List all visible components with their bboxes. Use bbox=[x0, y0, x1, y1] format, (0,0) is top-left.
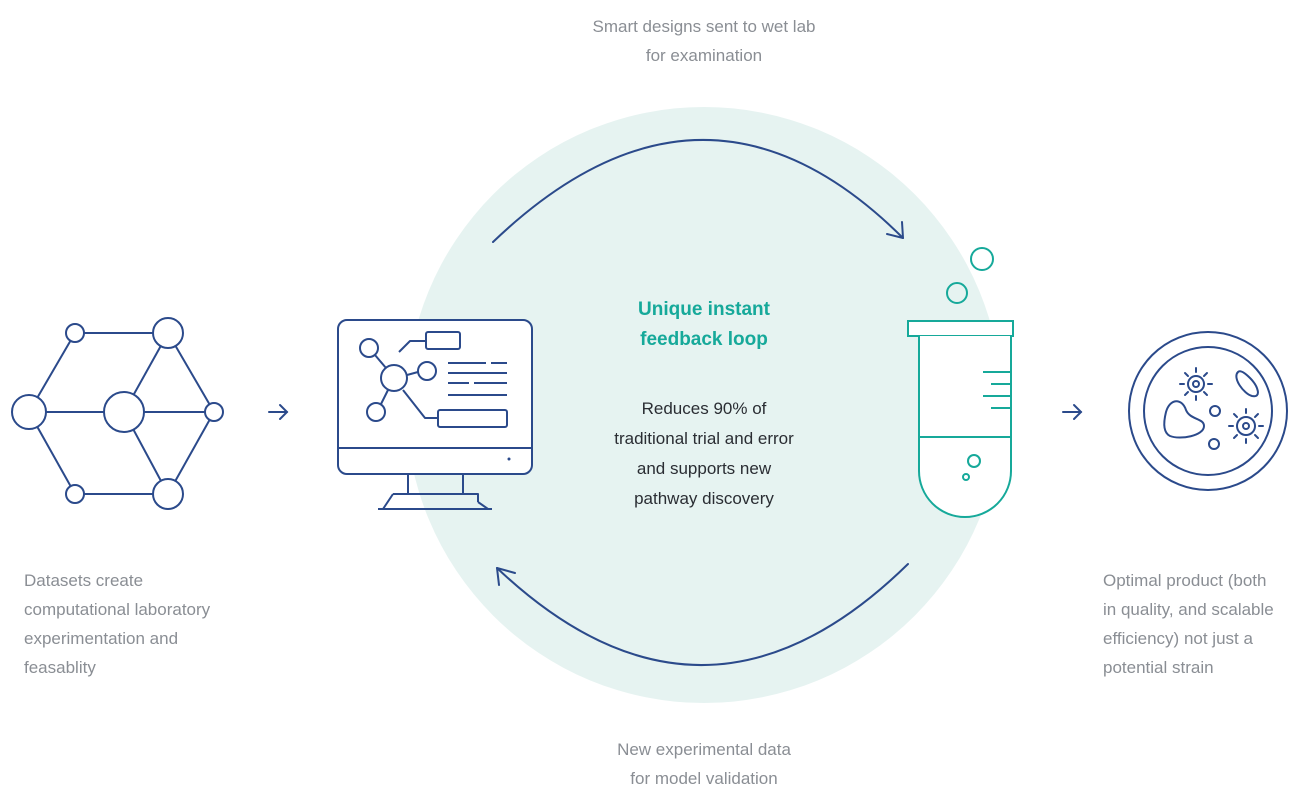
bottom-caption-line: New experimental data bbox=[617, 740, 791, 759]
top-caption: Smart designs sent to wet lab for examin… bbox=[500, 12, 908, 70]
network-graph-icon bbox=[11, 317, 224, 510]
top-caption-line: for examination bbox=[645, 46, 763, 65]
top-loop-arrow bbox=[492, 139, 904, 243]
dataset-caption-line: experimentation and bbox=[24, 629, 179, 648]
arrow-right-icon bbox=[268, 404, 289, 420]
petri-dish-microbes-icon bbox=[1128, 331, 1288, 491]
loop-description-line: pathway discovery bbox=[634, 489, 774, 508]
loop-background-circle bbox=[406, 107, 1002, 703]
bottom-caption: New experimental data for model validati… bbox=[500, 735, 908, 793]
dataset-caption: Datasets create computational laboratory… bbox=[24, 566, 284, 682]
loop-description-line: Reduces 90% of bbox=[641, 399, 767, 418]
loop-description-line: traditional trial and error bbox=[614, 429, 794, 448]
loop-description: Reduces 90% of traditional trial and err… bbox=[564, 394, 844, 514]
top-caption-line: Smart designs sent to wet lab bbox=[592, 17, 816, 36]
product-caption-line: efficiency) not just a bbox=[1103, 629, 1253, 648]
product-caption-line: Optimal product (both bbox=[1103, 571, 1267, 590]
product-caption: Optimal product (both in quality, and sc… bbox=[1103, 566, 1314, 682]
product-caption-line: in quality, and scalable bbox=[1103, 600, 1274, 619]
dataset-caption-line: Datasets create bbox=[24, 571, 144, 590]
dataset-caption-line: feasablity bbox=[24, 658, 96, 677]
test-tube-icon bbox=[907, 247, 1014, 518]
bottom-caption-line: for model validation bbox=[630, 769, 778, 788]
loop-description-line: and supports new bbox=[636, 459, 772, 478]
loop-title-line: Unique instant bbox=[638, 299, 770, 320]
loop-title-line: feedback loop bbox=[640, 329, 768, 350]
dataset-caption-line: computational laboratory bbox=[24, 600, 211, 619]
product-caption-line: potential strain bbox=[1103, 658, 1214, 677]
arrow-right-icon bbox=[1062, 404, 1083, 420]
bottom-loop-arrow bbox=[496, 563, 909, 666]
loop-title: Unique instant feedback loop bbox=[564, 295, 844, 355]
computer-monitor-icon bbox=[337, 319, 533, 510]
